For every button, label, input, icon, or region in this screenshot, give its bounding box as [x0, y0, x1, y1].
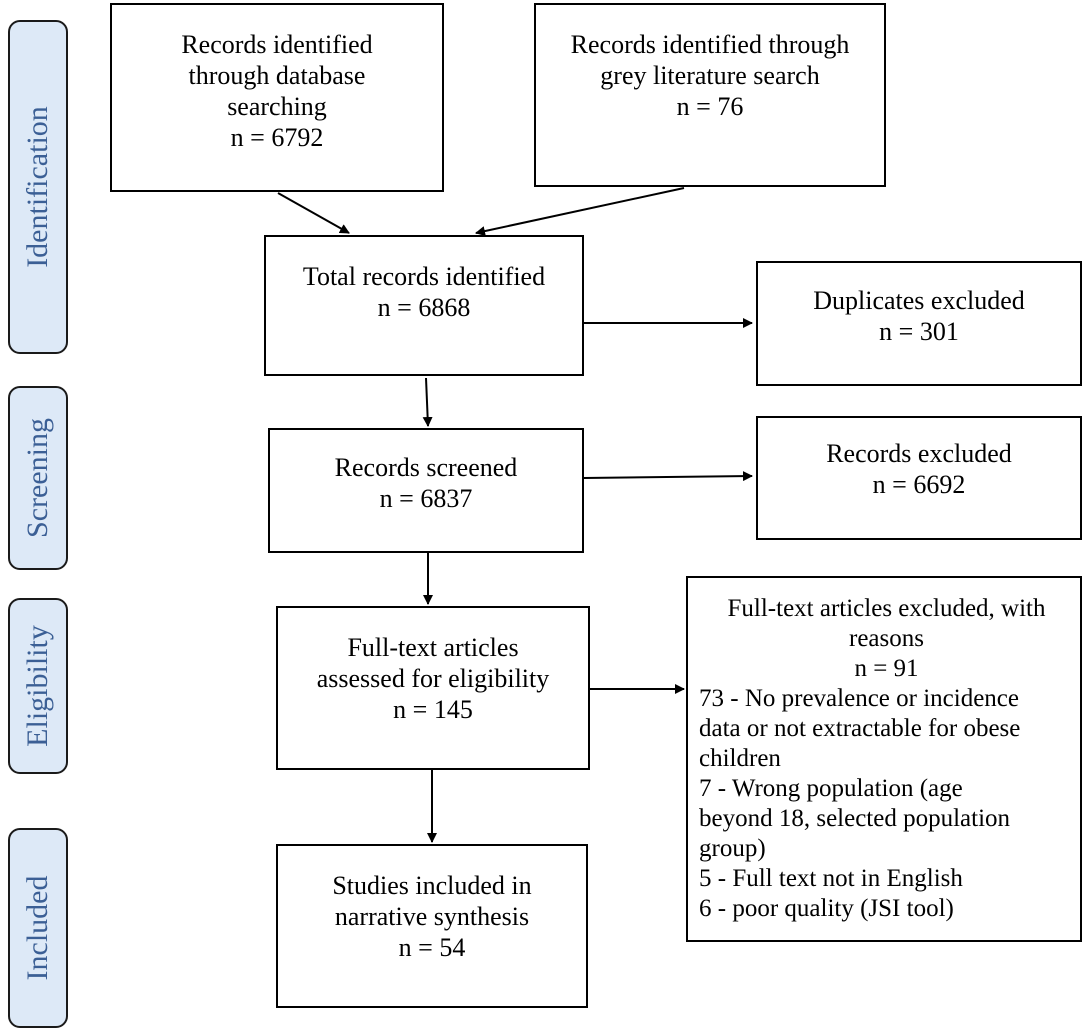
included-count: n = 54 — [398, 933, 466, 962]
box-records-excluded: Records excluded n = 6692 — [756, 416, 1082, 540]
phase-screening: Screening — [8, 386, 68, 570]
box-records-screened: Records screened n = 6837 — [268, 428, 584, 553]
total-line-1: Total records identified — [302, 262, 546, 291]
database-line-2: through database — [188, 61, 366, 90]
grey-line-2: grey literature search — [600, 61, 820, 90]
phase-identification: Identification — [8, 20, 68, 354]
phase-included: Included — [8, 828, 68, 1028]
records-excluded-line-1: Records excluded — [826, 439, 1012, 468]
arrow-screened-to-excluded — [583, 471, 753, 482]
fulltext-count: n = 145 — [393, 695, 473, 724]
arrow-total-to-screened — [422, 377, 433, 427]
box-fulltext-assessed: Full-text articles assessed for eligibil… — [276, 606, 590, 770]
box-studies-included: Studies included in narrative synthesis … — [276, 844, 588, 1008]
duplicates-count: n = 301 — [879, 317, 959, 346]
fulltext-excluded-count: n = 91 — [854, 655, 919, 682]
exclusion-reason-line: group) — [699, 835, 766, 862]
included-line-2: narrative synthesis — [334, 902, 530, 931]
phase-eligibility: Eligibility — [8, 598, 68, 774]
arrow-database-to-total — [277, 192, 350, 234]
fulltext-line-1: Full-text articles — [347, 633, 519, 662]
total-count: n = 6868 — [377, 293, 471, 322]
grey-line-1: Records identified through — [570, 30, 850, 59]
exclusion-reason-line: 7 - Wrong population (age — [699, 775, 963, 802]
box-fulltext-excluded: Full-text articles excluded, with reason… — [686, 576, 1082, 942]
fulltext-excluded-header-2: reasons — [849, 625, 924, 652]
exclusion-reason-line: 73 - No prevalence or incidence — [699, 685, 1019, 712]
exclusion-reason-line: 6 - poor quality (JSI tool) — [699, 895, 954, 922]
grey-count: n = 76 — [676, 92, 744, 121]
arrow-grey-to-total — [475, 187, 685, 236]
database-line-1: Records identified — [181, 30, 373, 59]
exclusion-reason-line: beyond 18, selected population — [699, 805, 1011, 832]
fulltext-excluded-header-1: Full-text articles excluded, with — [727, 595, 1046, 622]
exclusion-reason-line: children — [699, 745, 781, 772]
box-total-records: Total records identified n = 6868 — [264, 235, 584, 376]
included-line-1: Studies included in — [332, 871, 532, 900]
fulltext-line-2: assessed for eligibility — [316, 664, 550, 693]
exclusion-reason-line: 5 - Full text not in English — [699, 865, 963, 892]
database-count: n = 6792 — [230, 123, 324, 152]
records-excluded-count: n = 6692 — [872, 470, 966, 499]
screened-line-1: Records screened — [334, 453, 518, 482]
box-database-records: Records identified through database sear… — [110, 3, 444, 192]
duplicates-line-1: Duplicates excluded — [813, 286, 1025, 315]
exclusion-reason-line: data or not extractable for obese — [699, 715, 1021, 742]
database-line-3: searching — [227, 92, 327, 121]
box-duplicates-excluded: Duplicates excluded n = 301 — [756, 261, 1082, 386]
screened-count: n = 6837 — [379, 484, 473, 513]
box-grey-literature: Records identified through grey literatu… — [534, 3, 886, 187]
